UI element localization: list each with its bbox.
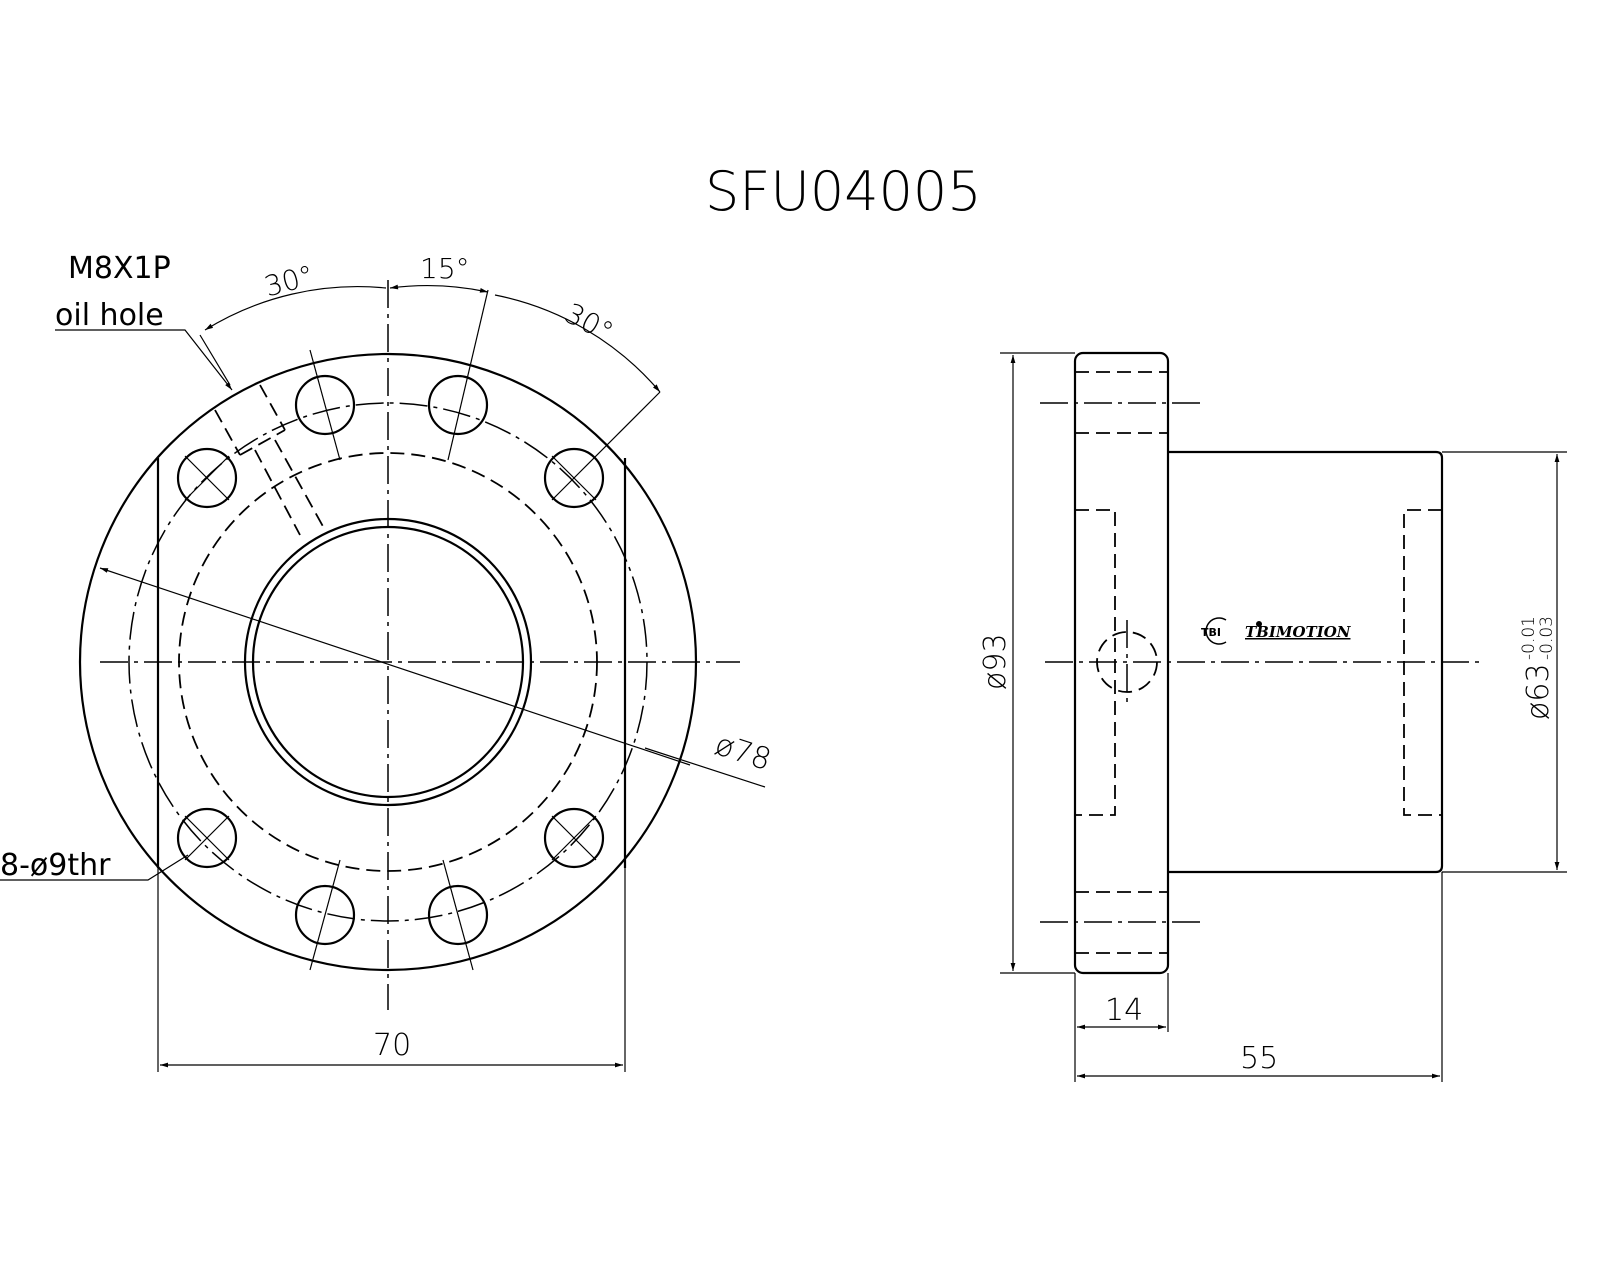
flange-side: [1073, 351, 1170, 975]
bolt-hole: [543, 807, 605, 869]
oil-hole: [214, 384, 326, 536]
oil-hole-label: oil hole: [55, 298, 164, 333]
length-label: 55: [1240, 1041, 1278, 1076]
oil-hole-leader: [55, 329, 233, 391]
flange-dia-label: ø93: [978, 633, 1013, 690]
bolt-hole: [427, 859, 489, 971]
bolt-hole: [427, 289, 489, 461]
bolt-hole: [294, 349, 356, 461]
flange-thickness-label: 14: [1105, 993, 1143, 1028]
angle-dim-right: [494, 294, 661, 393]
angle-label-right: 30°: [559, 296, 618, 348]
holes-label: 8-ø9thr: [0, 848, 111, 883]
bolt-holes: [176, 289, 661, 971]
angle-label-left: 30°: [261, 259, 317, 304]
angle-dim-mid: [389, 284, 489, 293]
logo-mark: TBI: [1201, 626, 1221, 639]
flat-width-label: 70: [373, 1028, 411, 1063]
bolt-hole: [176, 807, 238, 869]
body-dia-label: ø63: [1521, 663, 1556, 720]
logo-name: TBIMOTION: [1245, 623, 1352, 641]
angle-dim-left: [204, 286, 387, 331]
drawing-title: SFU04005: [705, 160, 982, 223]
bolt-hole: [294, 859, 356, 971]
angle-label-mid: 15°: [420, 252, 470, 285]
tbimotion-logo: TBI TBIMOTION: [1201, 617, 1352, 645]
bolt-circle-dim-line: [99, 567, 691, 766]
oil-hole-thread-label: M8X1P: [68, 251, 171, 286]
bolt-circle-dim-label: ø78: [711, 727, 776, 778]
side-view: TBI TBIMOTION ø93 ø63 -0.01 -0.03 14 55: [978, 351, 1567, 1082]
body-dia-tol-lower: -0.03: [1537, 616, 1557, 660]
bolt-hole: [176, 447, 238, 509]
bolt-hole: [543, 391, 661, 509]
holes-leader: [0, 854, 189, 881]
body-dia-tol-upper: -0.01: [1519, 616, 1539, 660]
front-view: 30° 15° 30° M8X1P oil hole ø78 8-ø9thr 7…: [0, 251, 775, 1072]
